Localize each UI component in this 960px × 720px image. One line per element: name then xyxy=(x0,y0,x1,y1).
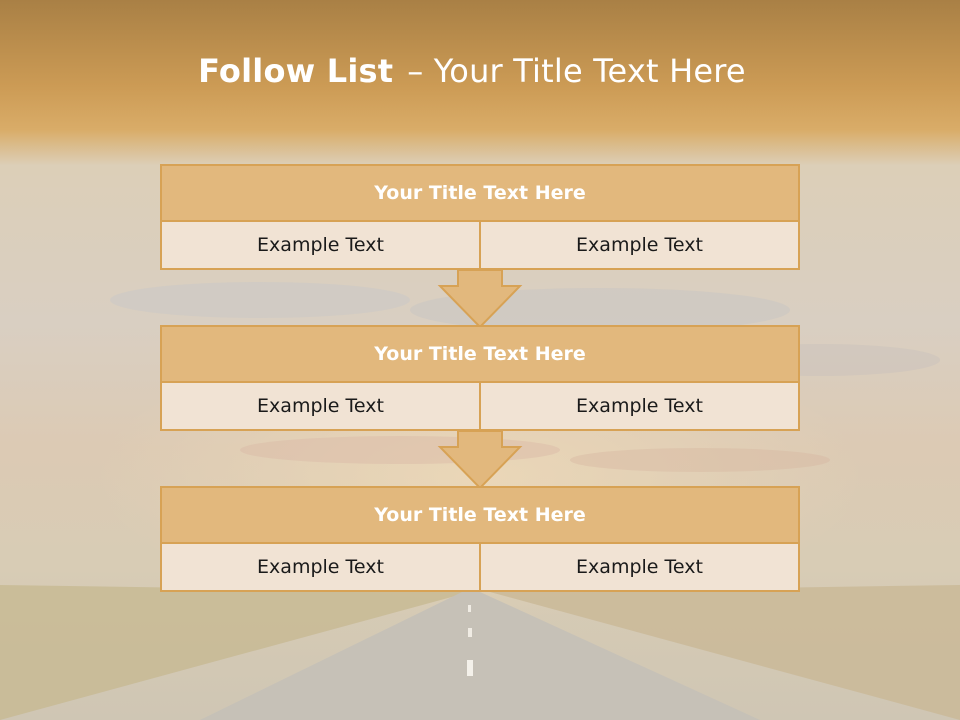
list-block-cell-left: Example Text xyxy=(257,234,384,256)
list-block-1: Your Title Text Here Example Text Exampl… xyxy=(160,164,800,270)
list-block-3: Your Title Text Here Example Text Exampl… xyxy=(160,486,800,592)
list-block-cell-right: Example Text xyxy=(479,544,798,590)
down-arrow-icon xyxy=(437,269,523,329)
slide-title-bold: Follow List xyxy=(198,52,394,90)
slide-title-rest: – Your Title Text Here xyxy=(407,52,746,90)
list-block-title: Your Title Text Here xyxy=(162,327,798,383)
list-block-cell-left: Example Text xyxy=(257,395,384,417)
list-block-cell-left: Example Text xyxy=(257,556,384,578)
list-block-title: Your Title Text Here xyxy=(162,166,798,222)
list-block-2: Your Title Text Here Example Text Exampl… xyxy=(160,325,800,431)
down-arrow-icon xyxy=(437,430,523,490)
list-block-title: Your Title Text Here xyxy=(162,488,798,544)
list-block-row: Example Text Example Text xyxy=(162,383,798,429)
slide-title: Follow List – Your Title Text Here xyxy=(0,52,944,90)
list-block-row: Example Text Example Text xyxy=(162,544,798,590)
list-block-cell-right: Example Text xyxy=(479,222,798,268)
list-block-cell-right: Example Text xyxy=(479,383,798,429)
list-block-row: Example Text Example Text xyxy=(162,222,798,268)
